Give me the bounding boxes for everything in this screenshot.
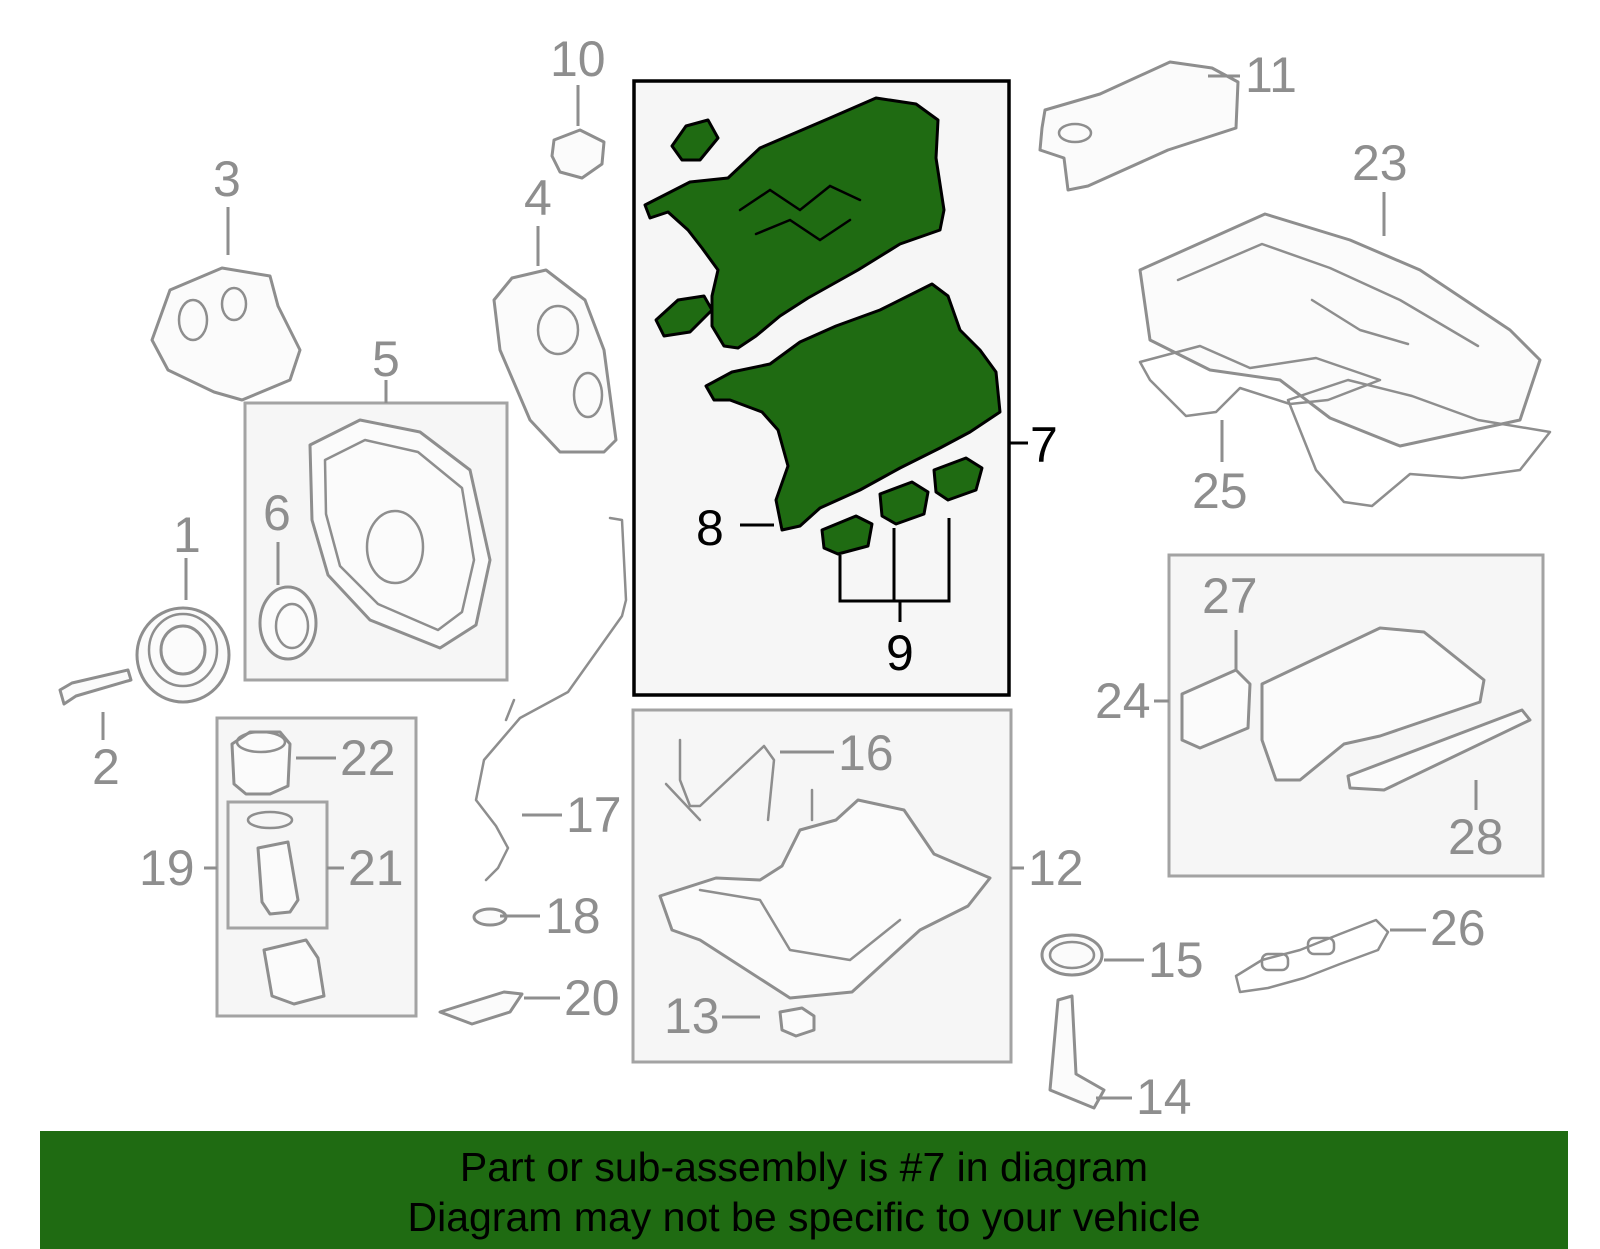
part-7-valve-cover-assembly[interactable] bbox=[643, 96, 946, 350]
part-12-oil-pan-lower[interactable] bbox=[658, 798, 992, 1000]
callout-25: 25 bbox=[1192, 463, 1248, 519]
callout-6: 6 bbox=[263, 485, 291, 541]
callout-11: 11 bbox=[1245, 47, 1297, 103]
callout-10: 10 bbox=[550, 31, 606, 87]
callout-4: 4 bbox=[524, 170, 552, 226]
part-25-gasket-set[interactable] bbox=[1138, 344, 1552, 508]
callout-27: 27 bbox=[1202, 568, 1258, 624]
leader-lines bbox=[101, 74, 1478, 1100]
callout-2: 2 bbox=[92, 739, 120, 795]
part-13-drain-plug[interactable] bbox=[778, 1006, 816, 1038]
part-9-tube-seals[interactable] bbox=[820, 456, 984, 556]
part-4-timing-cover[interactable] bbox=[492, 268, 618, 454]
part-8-valve-cover-gasket[interactable] bbox=[704, 282, 1002, 532]
callout-16: 16 bbox=[838, 725, 894, 781]
callout-1: 1 bbox=[173, 507, 201, 563]
part-5-front-cover[interactable] bbox=[308, 418, 492, 650]
part-20-gasket[interactable] bbox=[438, 990, 524, 1026]
part-11-engine-cover[interactable] bbox=[1038, 60, 1240, 192]
callout-22: 22 bbox=[340, 730, 396, 786]
callout-24: 24 bbox=[1095, 673, 1151, 729]
part-26-manifold-gasket[interactable] bbox=[1234, 918, 1390, 994]
callout-12: 12 bbox=[1028, 840, 1084, 896]
part-17-dipstick-tube[interactable] bbox=[474, 516, 628, 882]
banner-line-part-number: Part or sub-assembly is #7 in diagram bbox=[459, 1144, 1149, 1190]
callout-15: 15 bbox=[1148, 932, 1204, 988]
callout-17: 17 bbox=[566, 787, 622, 843]
part-24-oil-pan[interactable] bbox=[1260, 626, 1486, 782]
callout-8: 8 bbox=[696, 500, 724, 556]
callout-3: 3 bbox=[213, 151, 241, 207]
part-1-crank-pulley[interactable] bbox=[135, 606, 231, 704]
callout-21: 21 bbox=[348, 840, 404, 896]
callout-28: 28 bbox=[1448, 809, 1504, 865]
part-16-oil-tube[interactable] bbox=[664, 738, 814, 822]
part-15-o-ring[interactable] bbox=[1040, 933, 1104, 977]
banner-line-disclaimer: Diagram may not be specific to your vehi… bbox=[407, 1194, 1201, 1240]
part-19-filter-housing[interactable] bbox=[262, 938, 326, 1006]
part-28-baffle[interactable] bbox=[1346, 708, 1532, 792]
part-6-seal[interactable] bbox=[258, 585, 318, 661]
part-14-oil-level-sensor[interactable] bbox=[1048, 994, 1106, 1110]
part-2-bolt[interactable] bbox=[58, 668, 133, 706]
callout-9: 9 bbox=[886, 625, 914, 681]
callout-13: 13 bbox=[664, 988, 720, 1044]
callout-18: 18 bbox=[545, 888, 601, 944]
callout-5: 5 bbox=[372, 331, 400, 387]
part-10-oil-cap[interactable] bbox=[550, 128, 606, 180]
callout-14: 14 bbox=[1136, 1069, 1192, 1125]
callout-7: 7 bbox=[1030, 417, 1058, 473]
part-21-oil-filter[interactable] bbox=[246, 810, 300, 916]
part-23-intake-manifold[interactable] bbox=[1138, 212, 1542, 448]
callout-23: 23 bbox=[1352, 135, 1408, 191]
part-22-filter-housing-cap[interactable] bbox=[230, 730, 292, 796]
callout-20: 20 bbox=[564, 970, 620, 1026]
part-3-bracket[interactable] bbox=[150, 266, 302, 402]
info-banner: Part or sub-assembly is #7 in diagram Di… bbox=[40, 1131, 1568, 1249]
callout-19: 19 bbox=[139, 840, 195, 896]
callout-26: 26 bbox=[1430, 900, 1486, 956]
